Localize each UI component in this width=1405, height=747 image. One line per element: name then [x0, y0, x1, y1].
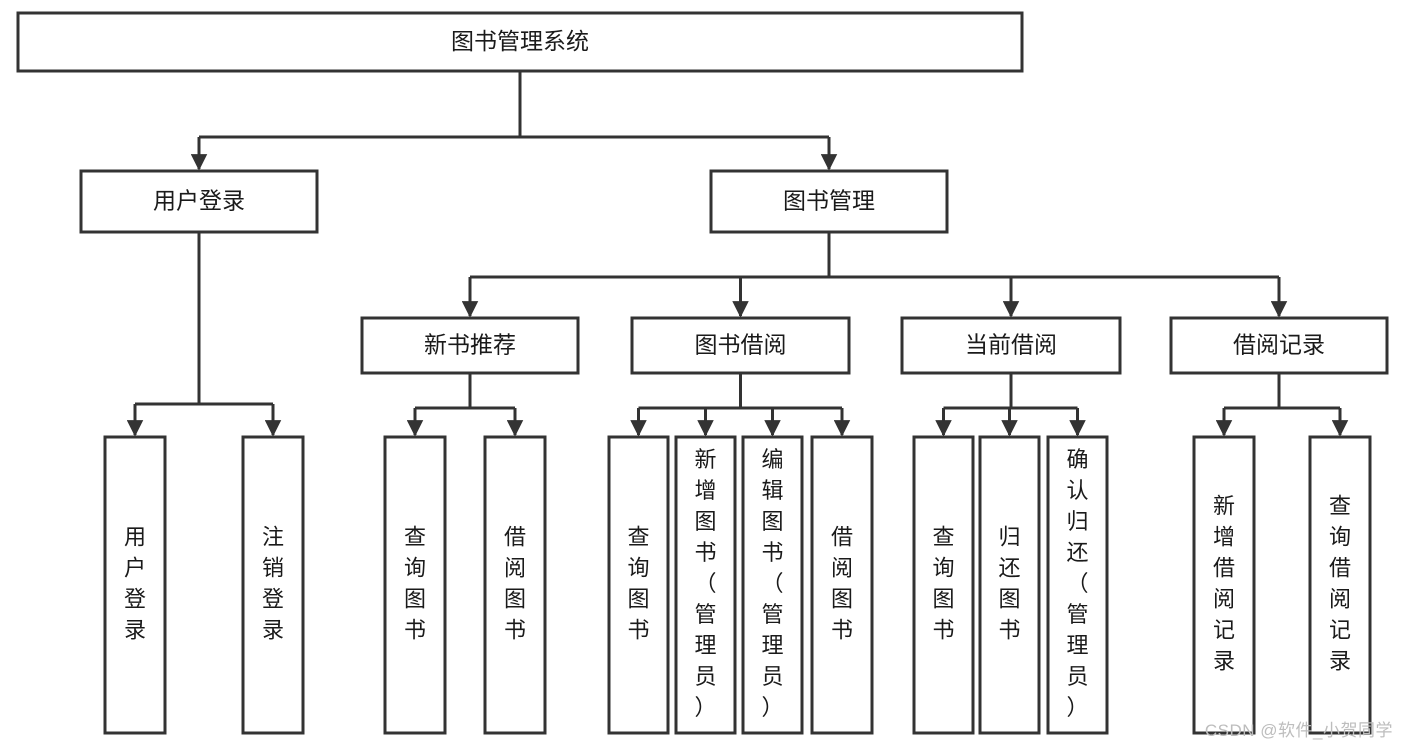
node-l3-2[interactable]: 当前借阅: [900, 316, 1122, 375]
node-label: 归还图书: [998, 524, 1020, 642]
node-leaf-0[interactable]: 用户登录: [103, 435, 167, 735]
node-box-rect: [1046, 435, 1109, 735]
node-box-rect: [607, 435, 670, 735]
node-leaf-3[interactable]: 借阅图书: [483, 435, 547, 735]
node-l2-1[interactable]: 图书管理: [709, 169, 949, 234]
node-label: 查询图书: [627, 524, 649, 642]
node-box-rect: [810, 435, 874, 735]
node-box-rect: [978, 435, 1041, 735]
node-box-rect: [674, 435, 737, 735]
node-leaf-9[interactable]: 归还图书: [978, 435, 1041, 735]
node-label: 查询图书: [932, 524, 954, 642]
node-label: 查询图书: [404, 524, 426, 642]
node-leaf-10[interactable]: 确认归还（管理员）: [1046, 435, 1109, 735]
node-root-0[interactable]: 图书管理系统: [16, 11, 1024, 73]
node-box-rect: [912, 435, 975, 735]
node-leaf-6[interactable]: 编辑图书（管理员）: [741, 435, 804, 735]
node-label: 查询借阅记录: [1329, 493, 1351, 673]
node-leaf-1[interactable]: 注销登录: [241, 435, 305, 735]
node-label: 新增图书（管理员）: [694, 447, 716, 720]
node-box-rect: [630, 316, 851, 375]
node-label: 新书推荐: [424, 332, 516, 358]
connector-lines: [126, 71, 1349, 437]
node-label: 借阅图书: [504, 524, 526, 642]
node-box-rect: [709, 169, 949, 234]
node-box-rect: [900, 316, 1122, 375]
node-label: 注销登录: [262, 524, 284, 642]
node-label: 用户登录: [124, 524, 146, 642]
node-box-rect: [383, 435, 447, 735]
node-l3-1[interactable]: 图书借阅: [630, 316, 851, 375]
node-box-rect: [1192, 435, 1256, 735]
node-leaf-4[interactable]: 查询图书: [607, 435, 670, 735]
node-label: 当前借阅: [965, 332, 1057, 358]
node-l3-0[interactable]: 新书推荐: [360, 316, 580, 375]
node-l3-3[interactable]: 借阅记录: [1169, 316, 1389, 375]
node-label: 借阅图书: [831, 524, 853, 642]
node-label: 借阅记录: [1233, 332, 1325, 358]
node-l2-0[interactable]: 用户登录: [79, 169, 319, 234]
node-boxes: 图书管理系统用户登录图书管理新书推荐图书借阅当前借阅借阅记录用户登录注销登录查询…: [16, 11, 1389, 735]
node-box-rect: [741, 435, 804, 735]
node-label: 图书借阅: [695, 332, 787, 358]
node-leaf-8[interactable]: 查询图书: [912, 435, 975, 735]
node-box-rect: [79, 169, 319, 234]
node-box-rect: [1169, 316, 1389, 375]
node-leaf-12[interactable]: 查询借阅记录: [1308, 435, 1372, 735]
node-label: 用户登录: [153, 188, 245, 214]
node-leaf-7[interactable]: 借阅图书: [810, 435, 874, 735]
node-leaf-11[interactable]: 新增借阅记录: [1192, 435, 1256, 735]
node-label: 新增借阅记录: [1213, 493, 1235, 673]
node-box-rect: [1308, 435, 1372, 735]
node-label: 编辑图书（管理员）: [761, 447, 783, 720]
node-box-rect: [16, 11, 1024, 73]
node-box-rect: [360, 316, 580, 375]
node-box-rect: [103, 435, 167, 735]
node-leaf-5[interactable]: 新增图书（管理员）: [674, 435, 737, 735]
node-leaf-2[interactable]: 查询图书: [383, 435, 447, 735]
node-box-rect: [483, 435, 547, 735]
node-box-rect: [241, 435, 305, 735]
node-label: 图书管理: [783, 188, 875, 214]
watermark-credit: CSDN @软件_小贺同学: [1204, 721, 1393, 740]
node-label: 确认归还（管理员）: [1066, 447, 1088, 720]
node-label: 图书管理系统: [451, 28, 589, 54]
